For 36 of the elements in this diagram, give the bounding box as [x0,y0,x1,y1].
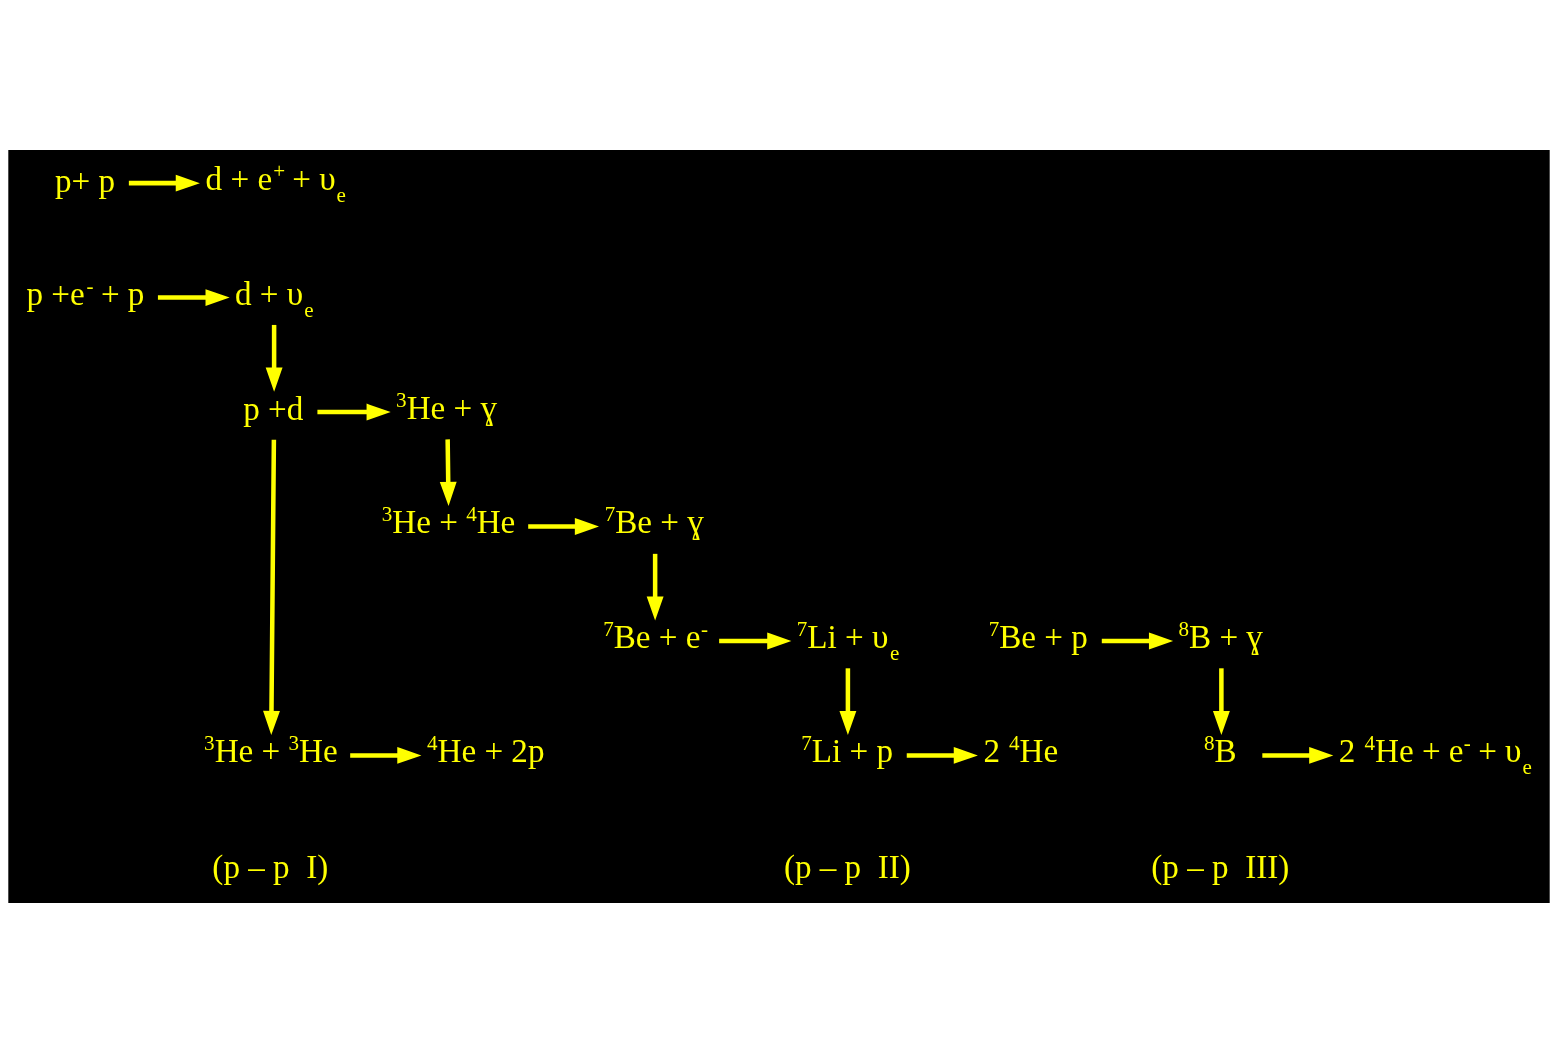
node-text: $^{8}$B [1204,731,1237,770]
arrow [128,174,200,192]
node-text: d + υ$_{e}$ [234,274,314,322]
node-text: $^{3}$He + $^{3}$He [204,731,338,770]
node-text: $^{7}$Li + υ$_{e}$ [796,616,900,665]
node-text: $^{7}$Be + p [988,616,1088,655]
arrow [157,289,230,307]
label: (p – p III) [1151,848,1290,886]
node-text: $^{3}$He + ɣ [396,387,498,426]
node-text: $^{4}$He + 2p [426,731,545,770]
arrow [1262,746,1334,764]
node-text: $^{7}$Be + e$^{-}$ [603,616,709,655]
node-text: p +e$^{-}$ + p [26,273,145,312]
node-text: p+ p [54,161,116,199]
label: (p – p II) [783,848,911,886]
arrow [265,324,283,392]
node-text: $^{3}$He + $^{4}$He [381,502,516,541]
arrow [317,403,391,421]
arrow [719,632,792,650]
arrow [263,439,280,735]
node-text: p +d [243,390,304,428]
arrow [839,668,857,736]
label: (p – p I) [212,848,329,886]
arrow [350,746,422,764]
arrow [1212,668,1230,736]
arrow [646,553,664,621]
node-text: 2 $^{4}$He + e$^{-}$ + υ$_{e}$ [1338,731,1532,780]
node-text: $^{8}$B + ɣ [1178,616,1263,655]
arrow [528,518,599,535]
node-text: $^{7}$Li + p [801,731,894,770]
arrow [906,746,978,764]
node-text: $^{7}$Be + ɣ [604,502,704,541]
arrow [439,439,457,507]
node-text: 2 $^{4}$He [983,731,1059,770]
node-text: d + e$^{+}$ + υ$_{e}$ [205,159,346,208]
arrow [1101,632,1174,650]
